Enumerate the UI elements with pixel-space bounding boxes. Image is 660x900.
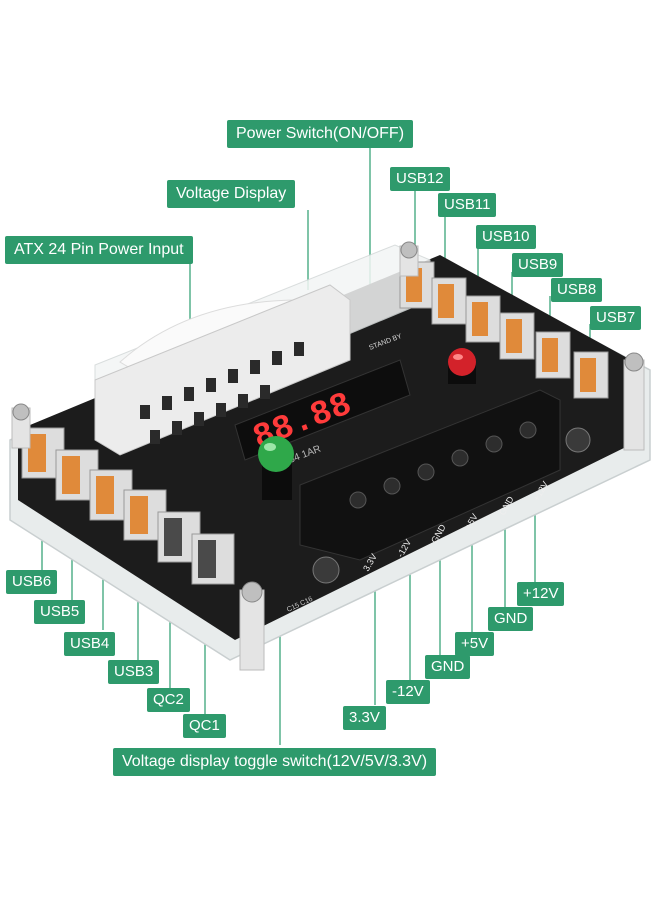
label-qc2: QC2	[147, 688, 190, 712]
capacitor	[312, 556, 340, 584]
label-term-gnd-a: GND	[488, 607, 534, 631]
label-usb10: USB10	[476, 225, 536, 249]
label-usb9: USB9	[512, 253, 564, 277]
power-switch-highlight	[453, 354, 463, 360]
label-usb12: USB12	[390, 167, 450, 191]
voltage-toggle-switch[interactable]	[258, 436, 294, 472]
voltage-display	[234, 359, 411, 461]
standoffs	[11, 241, 645, 671]
label-term-neg12v: -12V	[386, 680, 430, 704]
usb-ports-right	[399, 261, 609, 399]
label-qc1: QC1	[183, 714, 226, 738]
label-usb11: USB11	[438, 193, 497, 217]
label-usb4: USB4	[64, 632, 116, 656]
atx-pins	[140, 342, 304, 444]
label-term-5v: +5V	[455, 632, 495, 656]
callout-atx-input: ATX 24 Pin Power Input	[5, 236, 193, 264]
label-usb7: USB7	[590, 306, 642, 330]
usb-ports-left	[21, 427, 235, 585]
callout-voltage-display: Voltage Display	[167, 180, 296, 208]
label-usb3: USB3	[108, 660, 160, 684]
power-switch[interactable]	[448, 348, 476, 376]
capacitor	[565, 427, 591, 453]
label-usb5: USB5	[34, 600, 86, 624]
label-usb8: USB8	[551, 278, 603, 302]
label-term-12v: +12V	[517, 582, 565, 606]
terminal-screws	[349, 421, 537, 509]
label-usb6: USB6	[6, 570, 58, 594]
label-term-3v3: 3.3V	[343, 706, 386, 730]
atx-connector	[94, 284, 351, 456]
callout-toggle-switch: Voltage display toggle switch(12V/5V/3.3…	[113, 748, 437, 776]
callout-power-switch: Power Switch(ON/OFF)	[227, 120, 414, 148]
label-term-gnd-b: GND	[425, 655, 471, 679]
toggle-switch-highlight	[264, 443, 276, 451]
